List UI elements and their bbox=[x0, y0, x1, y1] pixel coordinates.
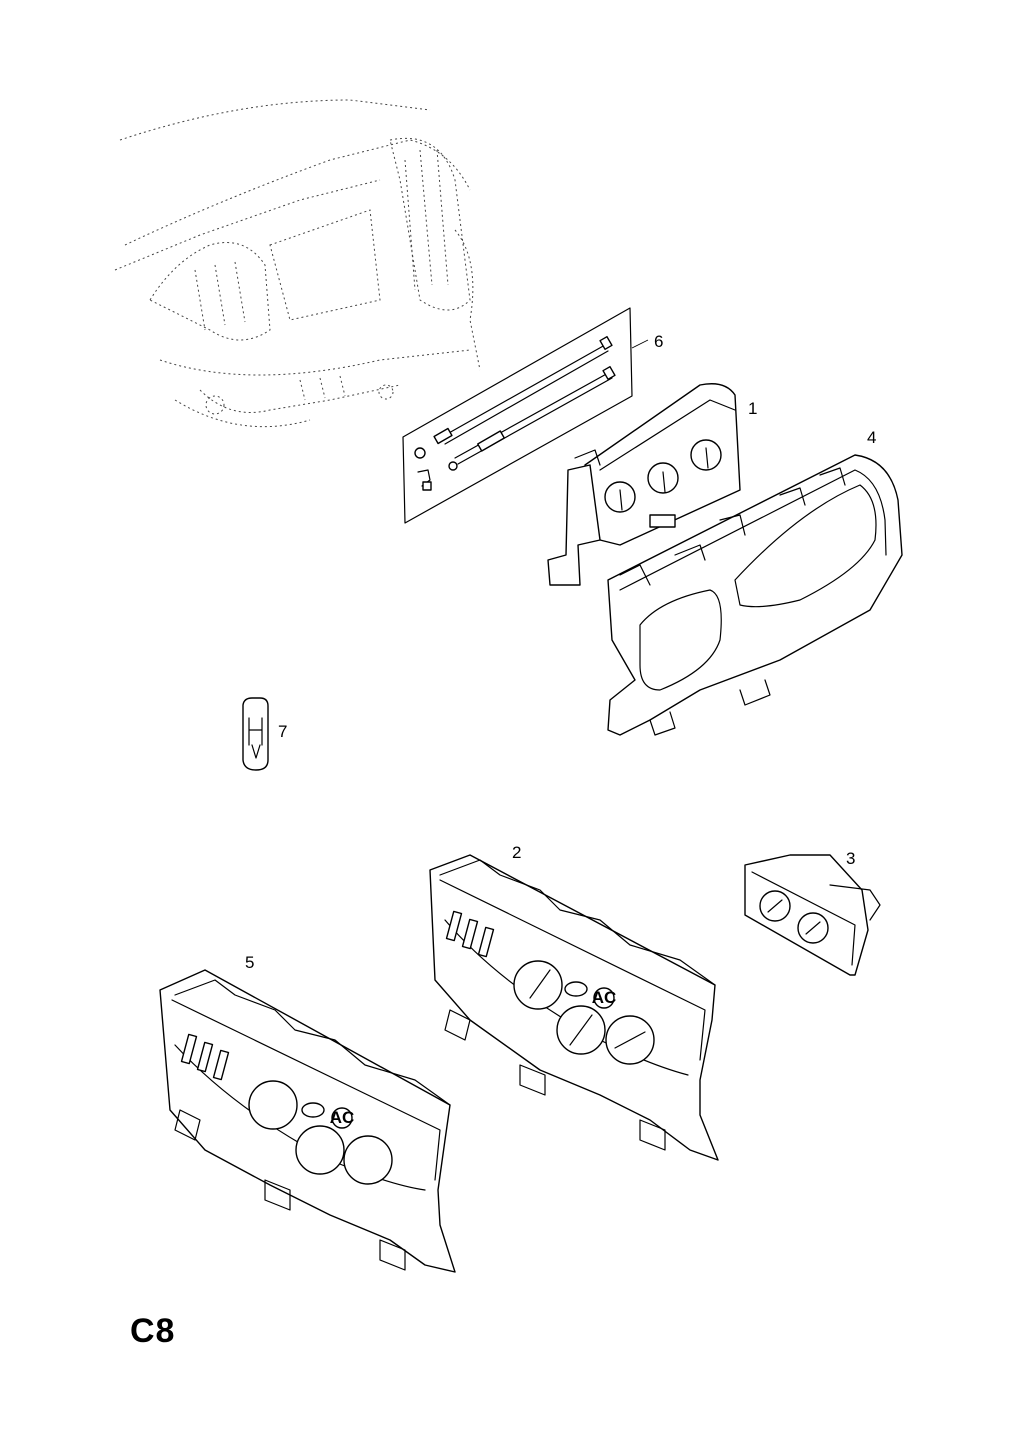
ac-badge-text: AC bbox=[592, 988, 617, 1007]
part-3-switch bbox=[744, 854, 881, 976]
page-code: C8 bbox=[130, 1312, 176, 1350]
callout-2: 2 bbox=[512, 843, 521, 862]
callout-5: 5 bbox=[245, 953, 254, 972]
callout-7: 7 bbox=[278, 722, 287, 741]
part-4-bezel bbox=[607, 454, 903, 736]
part-2-control-panel-ac: AC bbox=[429, 854, 719, 1161]
callout-4: 4 bbox=[867, 428, 876, 447]
part-6-cable-kit bbox=[402, 307, 649, 524]
dashboard-context bbox=[114, 99, 481, 428]
callout-3: 3 bbox=[846, 849, 855, 868]
ac-badge-text-2: AC bbox=[330, 1108, 355, 1127]
callout-6: 6 bbox=[654, 332, 663, 351]
part-5-control-panel-ac: AC bbox=[159, 969, 456, 1273]
callout-1: 1 bbox=[748, 399, 757, 418]
part-7-bulb bbox=[242, 697, 269, 771]
part-1-control-unit bbox=[547, 383, 741, 586]
